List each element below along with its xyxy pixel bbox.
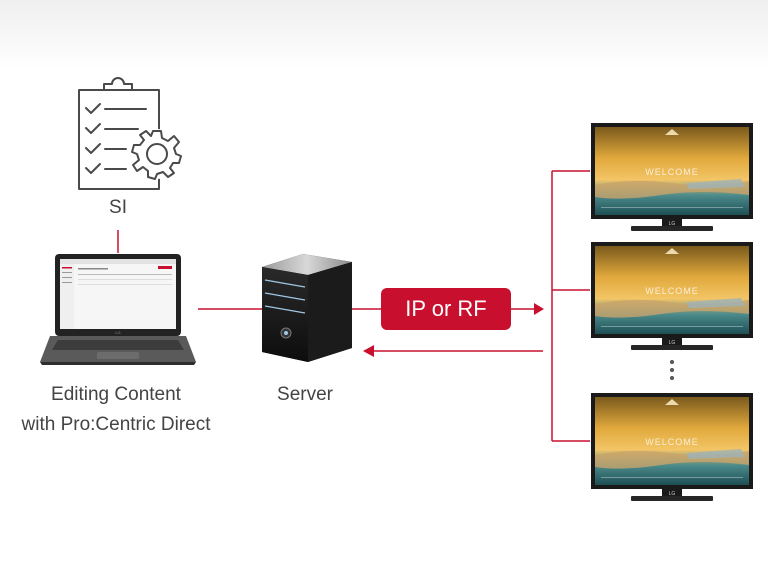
laptop-icon: LG [40,254,196,365]
tv-display-icon: WELCOME LG [591,393,753,501]
tv-display-icon: WELCOME LG [591,123,753,231]
laptop-brand-logo: LG [115,330,120,335]
tv-brand-logo: LG [669,491,676,497]
arrow-left-icon [363,345,374,357]
tv-welcome-text: WELCOME [645,437,699,447]
editing-content-label: Editing Content with Pro:Centric Direct [0,380,232,440]
footnote-text [4,571,564,585]
editing-label-line-2: with Pro:Centric Direct [21,414,211,435]
more-displays-ellipsis-icon [670,360,674,380]
top-gradient-band [0,0,768,70]
tv-welcome-text: WELCOME [645,167,699,177]
tv-brand-logo: LG [669,221,676,227]
tv-welcome-text: WELCOME [645,286,699,296]
clipboard-checklist-gear-icon [78,77,182,190]
server-tower-icon [262,254,352,362]
editing-label-line-1: Editing Content [51,384,181,405]
tv-brand-logo: LG [669,340,676,346]
tv-display-icon: WELCOME LG [591,242,753,350]
ip-or-rf-badge: IP or RF [381,288,511,330]
si-label: SI [109,197,127,218]
server-label: Server [277,384,333,405]
arrow-right-icon [534,303,544,315]
